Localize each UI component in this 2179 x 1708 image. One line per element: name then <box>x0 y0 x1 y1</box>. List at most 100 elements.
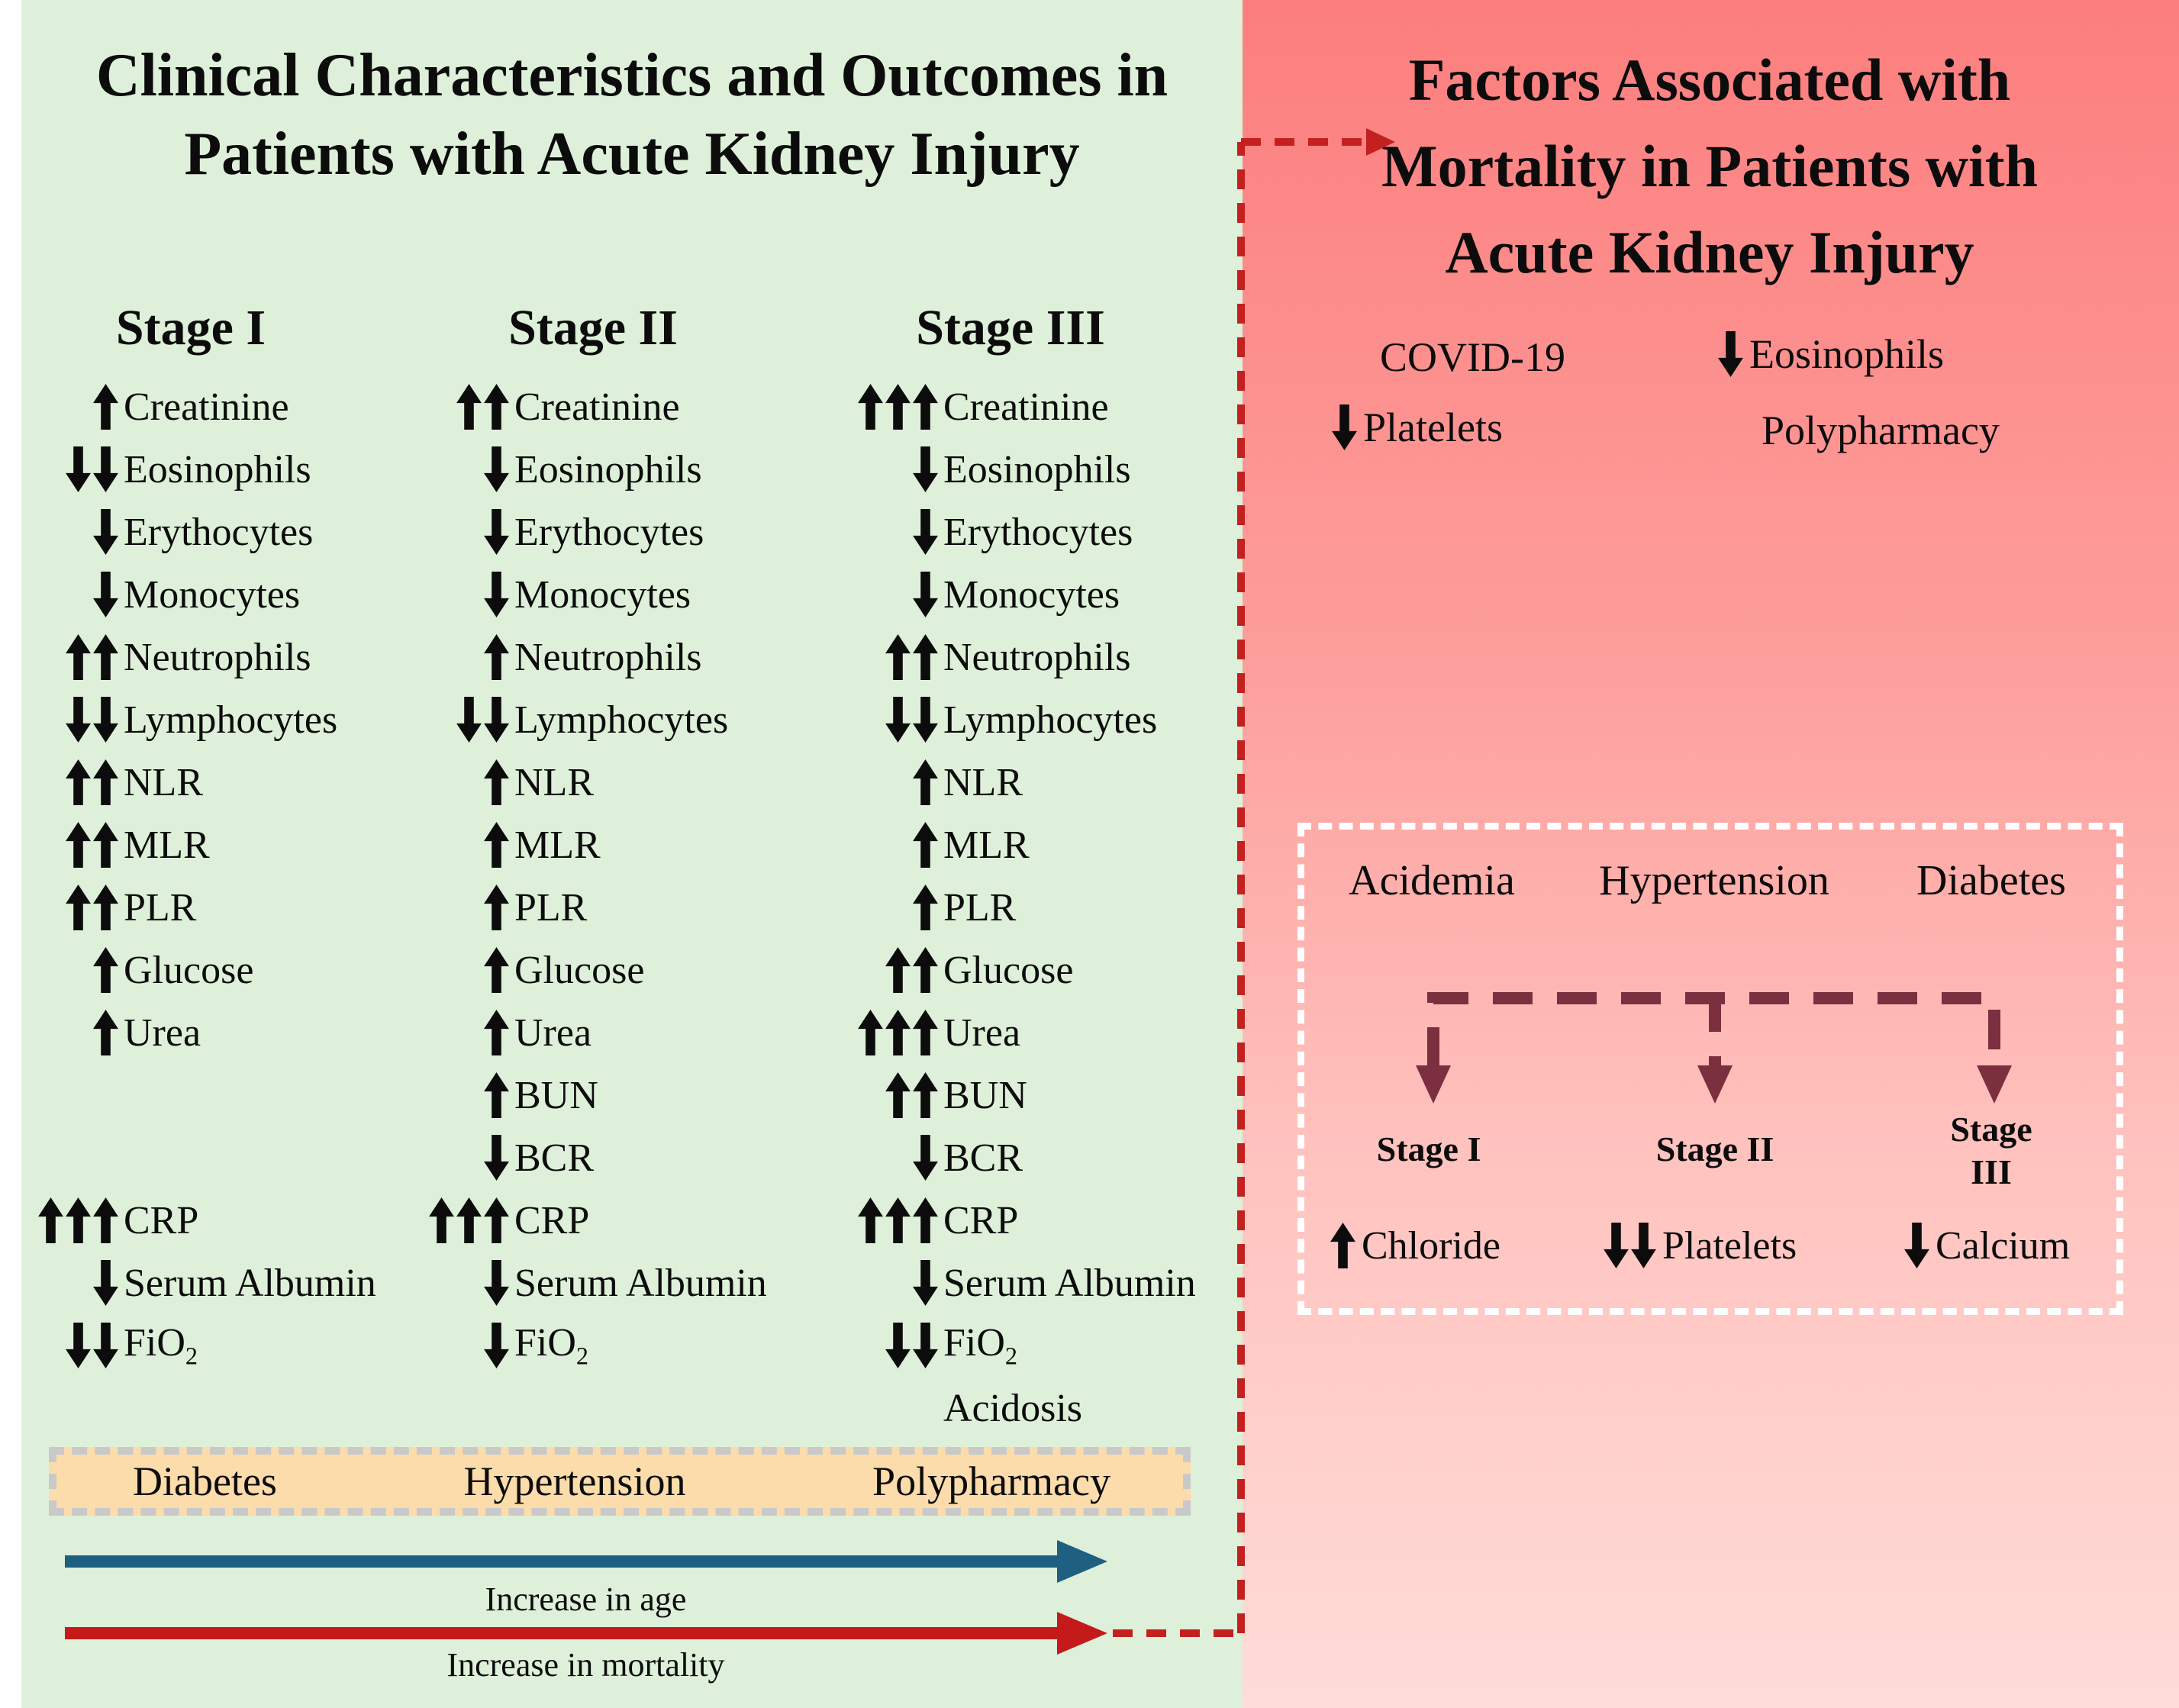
arrow-up-icon <box>885 634 911 680</box>
stage-item-row: Glucose <box>410 939 814 1001</box>
arrow-up-icon <box>484 947 509 993</box>
arrow-up-icon <box>66 759 91 805</box>
arrow-group <box>839 759 938 805</box>
stage-2-header: Stage II <box>508 300 678 356</box>
arrow-group <box>19 384 118 430</box>
factor-label: Platelets <box>1662 1223 1797 1268</box>
arrow-down-icon <box>66 446 91 492</box>
arrow-up-icon <box>913 947 938 993</box>
stage-item-row: Neutrophils <box>410 626 814 688</box>
arrow-group <box>839 446 938 492</box>
stage-risk-box <box>1297 823 2123 1315</box>
branch-item-calcium: Calcium <box>1902 1218 2070 1273</box>
stage-item-label: Urea <box>124 1010 201 1055</box>
arrow-up-icon <box>885 947 911 993</box>
arrow-up-icon <box>93 947 118 993</box>
arrow-group <box>839 1197 938 1243</box>
stage-item-row: Glucose <box>19 939 424 1001</box>
arrow-group <box>19 509 118 555</box>
arrow-group <box>839 1260 938 1306</box>
factor-label: Calcium <box>1936 1223 2071 1268</box>
stage-item-row: BUN <box>410 1064 814 1126</box>
arrow-up-icon <box>484 1072 509 1118</box>
arrow-down-icon <box>885 697 911 743</box>
arrow-group <box>839 634 938 680</box>
arrow-group <box>19 634 118 680</box>
arrow-down-icon <box>93 446 118 492</box>
stage-item-label: Serum Albumin <box>943 1261 1196 1305</box>
stage-item-row: FiO2 <box>19 1314 424 1377</box>
stage-item-label: Serum Albumin <box>124 1261 376 1305</box>
stage-item-label: Neutrophils <box>124 635 311 679</box>
arrow-up-icon <box>484 885 509 930</box>
arrow-up-icon <box>913 1197 938 1243</box>
stage-item-label: Serum Albumin <box>514 1261 767 1305</box>
stage-item-row: NLR <box>410 751 814 814</box>
arrow-up-icon <box>484 1197 509 1243</box>
arrow-group <box>410 759 509 805</box>
comorbidity-polypharmacy: Polypharmacy <box>872 1458 1110 1504</box>
arrow-down-icon <box>93 1260 118 1306</box>
stage-item-label: Creatinine <box>943 385 1109 429</box>
arrow-up-icon <box>913 822 938 868</box>
arrow-group <box>410 1260 509 1306</box>
arrow-down-icon <box>484 446 509 492</box>
branch-item-platelets: Platelets <box>1601 1218 1797 1273</box>
stage-item-row: CRP <box>839 1189 1243 1252</box>
arrow-down-icon <box>1631 1223 1656 1268</box>
arrow-up-icon <box>913 885 938 930</box>
stage-item-label: BCR <box>943 1136 1023 1180</box>
arrow-up-icon <box>885 1072 911 1118</box>
stage-item-row: Eosinophils <box>839 438 1243 501</box>
arrow-up-icon <box>66 1197 91 1243</box>
arrow-group <box>410 572 509 617</box>
stage-item-label: Erythocytes <box>514 510 704 554</box>
stage-item-row: CRP <box>410 1189 814 1252</box>
stage-item-label: MLR <box>943 823 1030 867</box>
arrow-down-icon <box>93 1323 118 1368</box>
stage-item-row: Serum Albumin <box>410 1252 814 1314</box>
stage-item-row: Lymphocytes <box>839 688 1243 751</box>
stage-item-label: BUN <box>943 1073 1027 1117</box>
arrow-down-icon <box>484 1323 509 1368</box>
arrow-up-icon <box>93 822 118 868</box>
stage-item-label: BCR <box>514 1136 595 1180</box>
stage-item-row: Eosinophils <box>19 438 424 501</box>
branch-stage-1: Stage I <box>1376 1130 1481 1168</box>
arrow-up-icon <box>456 1197 482 1243</box>
stage-item-label: Erythocytes <box>124 510 314 554</box>
arrow-down-icon <box>484 509 509 555</box>
increase-in-age-arrow <box>65 1540 1107 1583</box>
branch-item-chloride: Chloride <box>1328 1218 1500 1273</box>
stage-item-label: Monocytes <box>943 572 1120 617</box>
arrow-down-icon <box>913 1135 938 1181</box>
stage-item-row: PLR <box>410 876 814 939</box>
arrow-down-icon <box>484 1135 509 1181</box>
factor-covid19: COVID-19 <box>1374 330 1565 385</box>
arrow-group <box>410 384 509 430</box>
arrow-up-icon <box>38 1197 63 1243</box>
stage-item-row: Urea <box>410 1001 814 1064</box>
arrow-up-icon <box>484 759 509 805</box>
stage-item-label: Monocytes <box>514 572 691 617</box>
stage-item-row: BCR <box>839 1126 1243 1189</box>
stage-item-label: CRP <box>514 1198 590 1242</box>
arrow-group <box>410 947 509 993</box>
stage-item-label: FiO2 <box>514 1321 589 1370</box>
stage-item-row: Lymphocytes <box>410 688 814 751</box>
arrow-up-icon <box>484 1010 509 1055</box>
stage-item-label: FiO2 <box>943 1321 1018 1370</box>
stage-item-label: Creatinine <box>124 385 289 429</box>
stage-item-row: PLR <box>839 876 1243 939</box>
increase-in-age-label: Increase in age <box>485 1581 687 1618</box>
arrow-up-icon <box>484 822 509 868</box>
arrow-up-icon <box>456 384 482 430</box>
stage-item-row: Creatinine <box>410 375 814 438</box>
stage-item-label: CRP <box>124 1198 199 1242</box>
arrow-group <box>19 885 118 930</box>
stage-1-header: Stage I <box>115 300 266 356</box>
stage-item-label: Erythocytes <box>943 510 1133 554</box>
